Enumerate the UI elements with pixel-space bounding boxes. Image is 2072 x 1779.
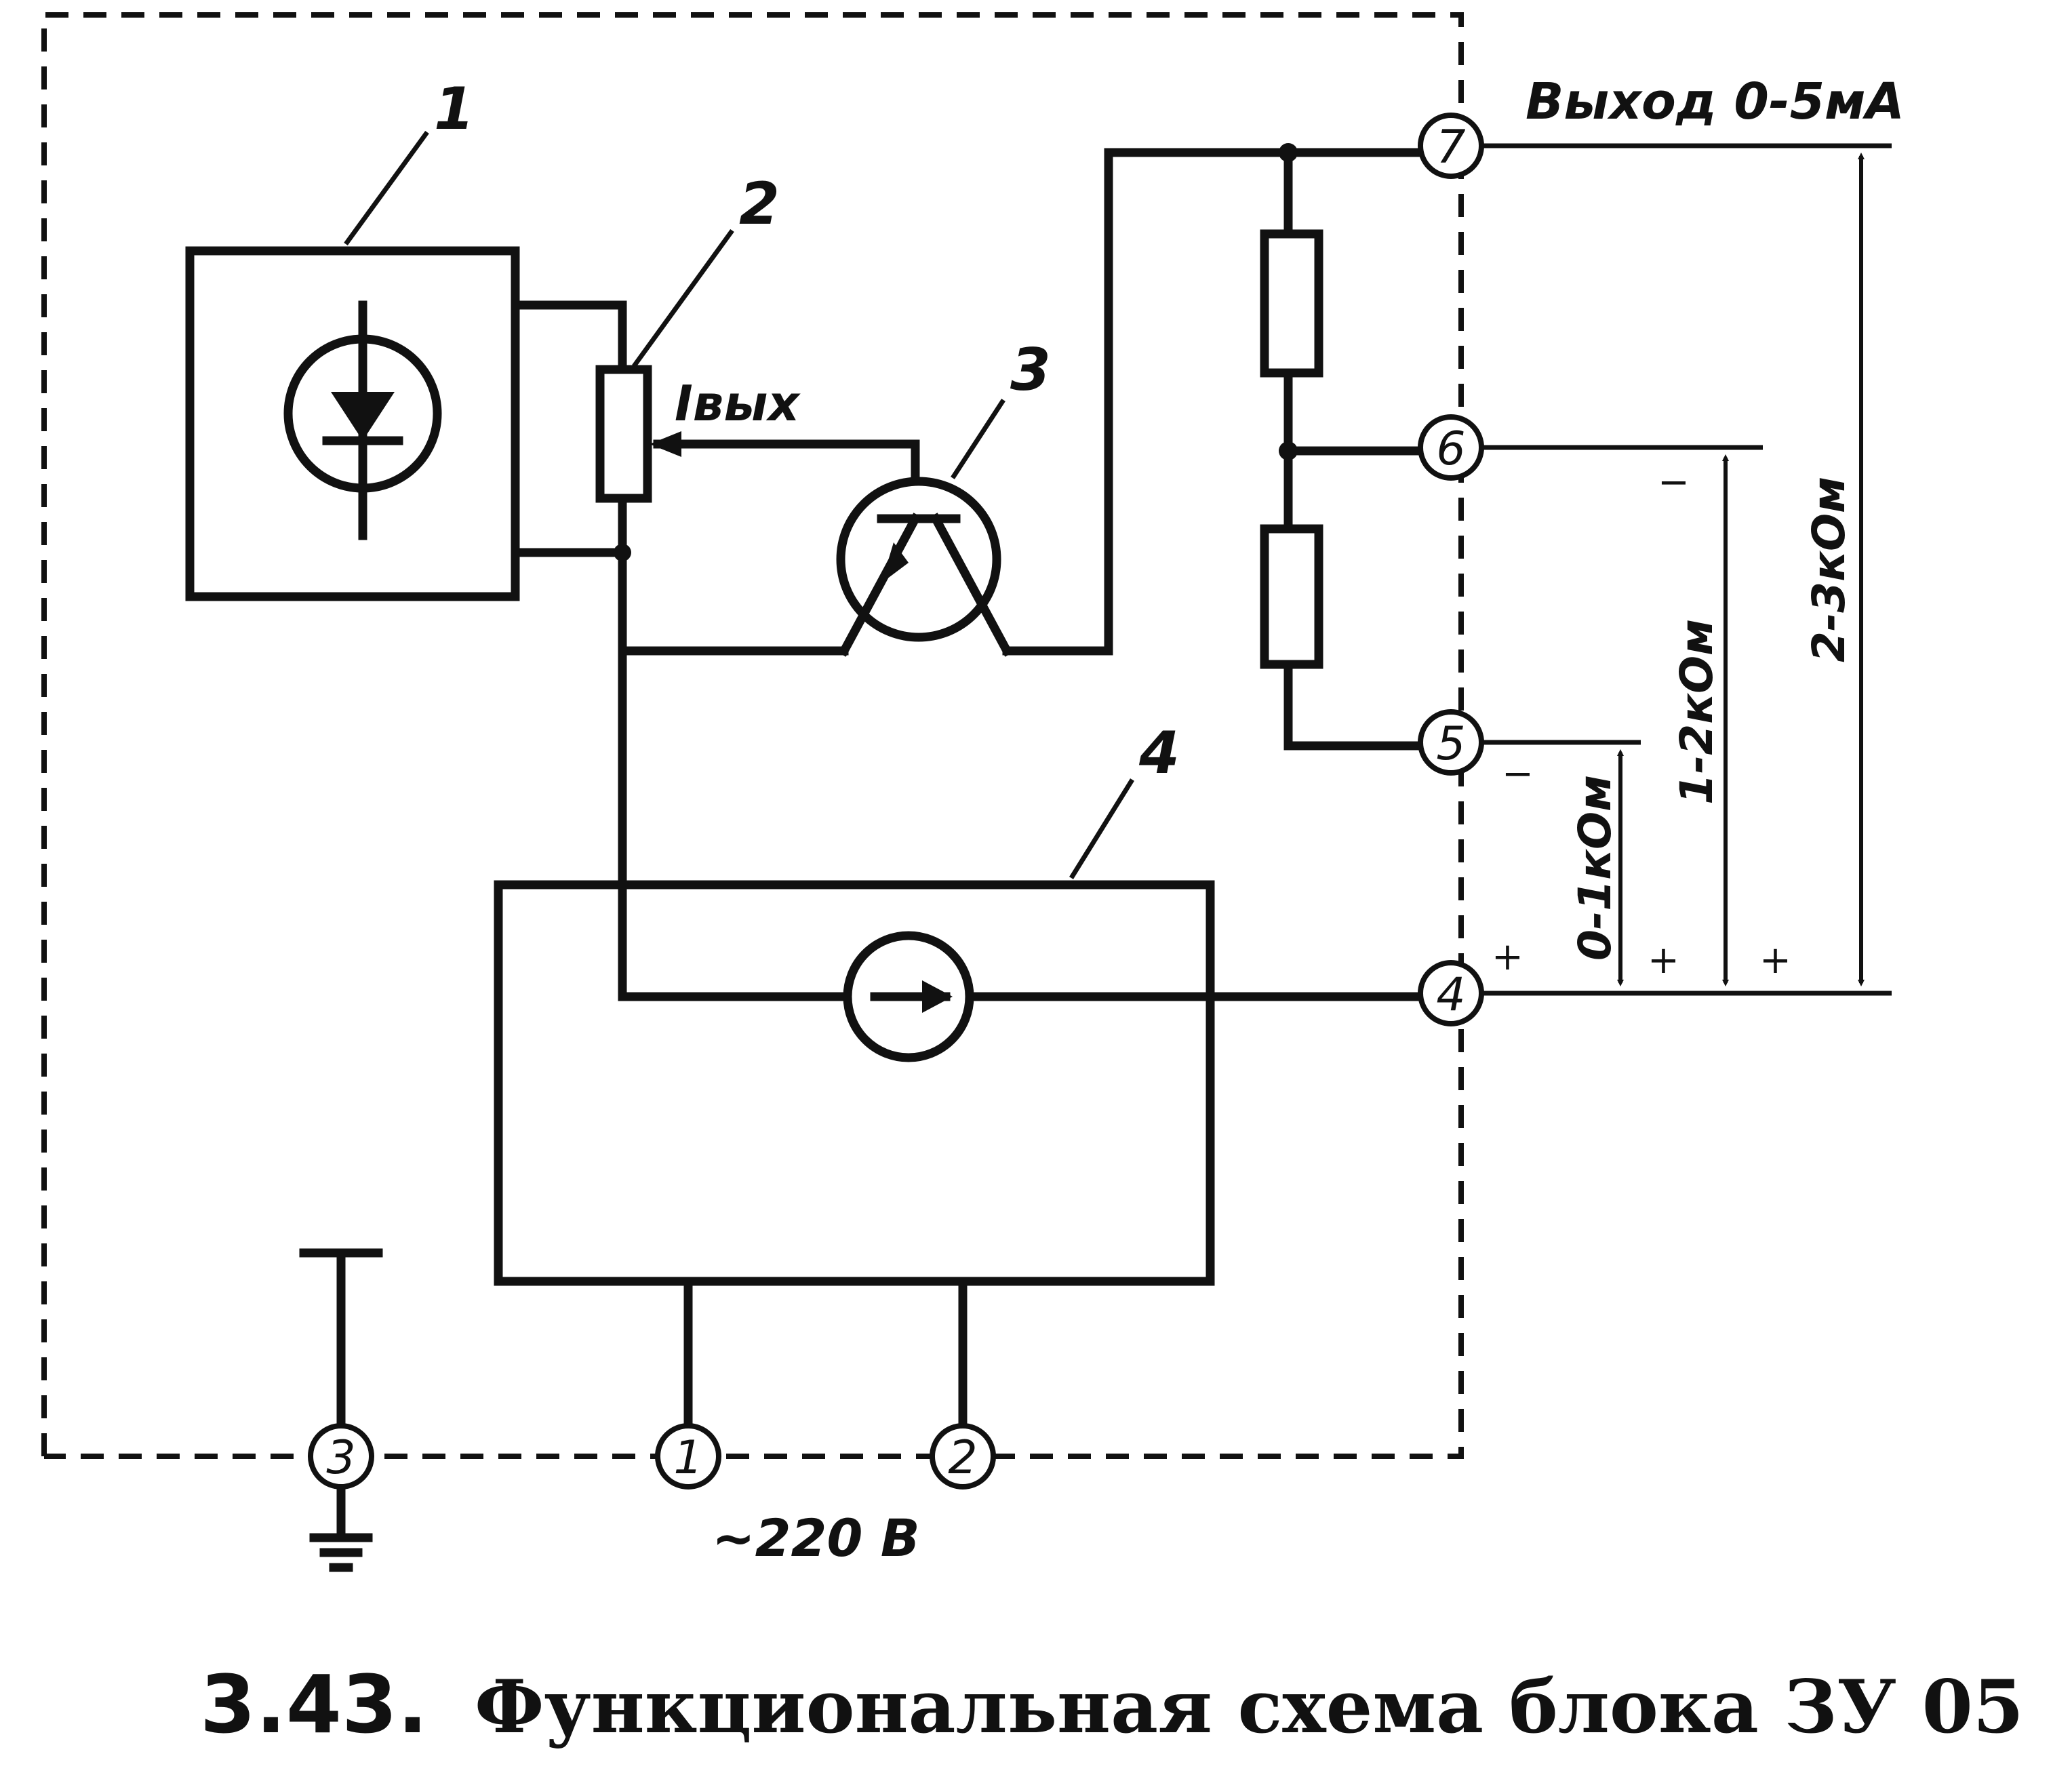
minus-sign-terminal-5: − [1502, 752, 1534, 796]
terminal-5-label: 5 [1436, 717, 1465, 771]
plus-sign-range-b: + [1759, 938, 1791, 982]
terminal-7-label: 7 [1436, 121, 1465, 174]
block-1-number: 1 [434, 75, 475, 143]
block-3-number: 3 [1010, 336, 1051, 404]
leader-lines [344, 130, 1134, 879]
ground-symbol [299, 1248, 383, 1572]
minus-sign-terminal-6: − [1658, 460, 1690, 504]
block-4-power-unit [494, 646, 1425, 1432]
figure-number: 3.43. [200, 1658, 428, 1751]
range-0-1k-label: 0-1кОм [1569, 775, 1621, 961]
terminal-5: 5 [1418, 709, 1484, 776]
resistance-dimensions [1617, 153, 1865, 986]
terminal-2: 2 [930, 1423, 996, 1490]
block-2-potentiometer [511, 300, 920, 561]
terminal-4-label: 4 [1436, 968, 1465, 1022]
terminal-1-label: 1 [673, 1431, 702, 1485]
terminal-3-label: 3 [326, 1431, 355, 1485]
terminal-3: 3 [308, 1423, 374, 1490]
diode-icon [331, 392, 395, 441]
output-current-label: Iвых [675, 375, 801, 432]
plus-sign-range-a: + [1648, 938, 1679, 982]
block-2-number: 2 [739, 170, 780, 238]
output-leads [1481, 143, 1892, 996]
range-1-2k-label: 1-2кОм [1671, 619, 1723, 805]
terminal-1: 1 [655, 1423, 721, 1490]
resistor-divider [1260, 143, 1425, 751]
block-1-sensor [185, 246, 520, 601]
terminal-7: 7 [1418, 113, 1484, 179]
terminal-6-label: 6 [1436, 422, 1465, 476]
figure-caption: Функциональная схема блока ЗУ 05 [475, 1664, 2024, 1750]
block-4-number: 4 [1138, 719, 1180, 787]
range-2-3k-label: 2-3кОм [1803, 477, 1855, 662]
supply-voltage-label: ~220 В [712, 1508, 920, 1568]
terminal-2-label: 2 [948, 1431, 977, 1485]
enclosure-boundary [41, 12, 1464, 1459]
terminal-4: 4 [1418, 960, 1484, 1026]
output-range-label: Выход 0-5мА [1526, 73, 1905, 131]
plus-sign-terminal-4: + [1492, 935, 1523, 979]
terminal-6: 6 [1418, 414, 1484, 481]
